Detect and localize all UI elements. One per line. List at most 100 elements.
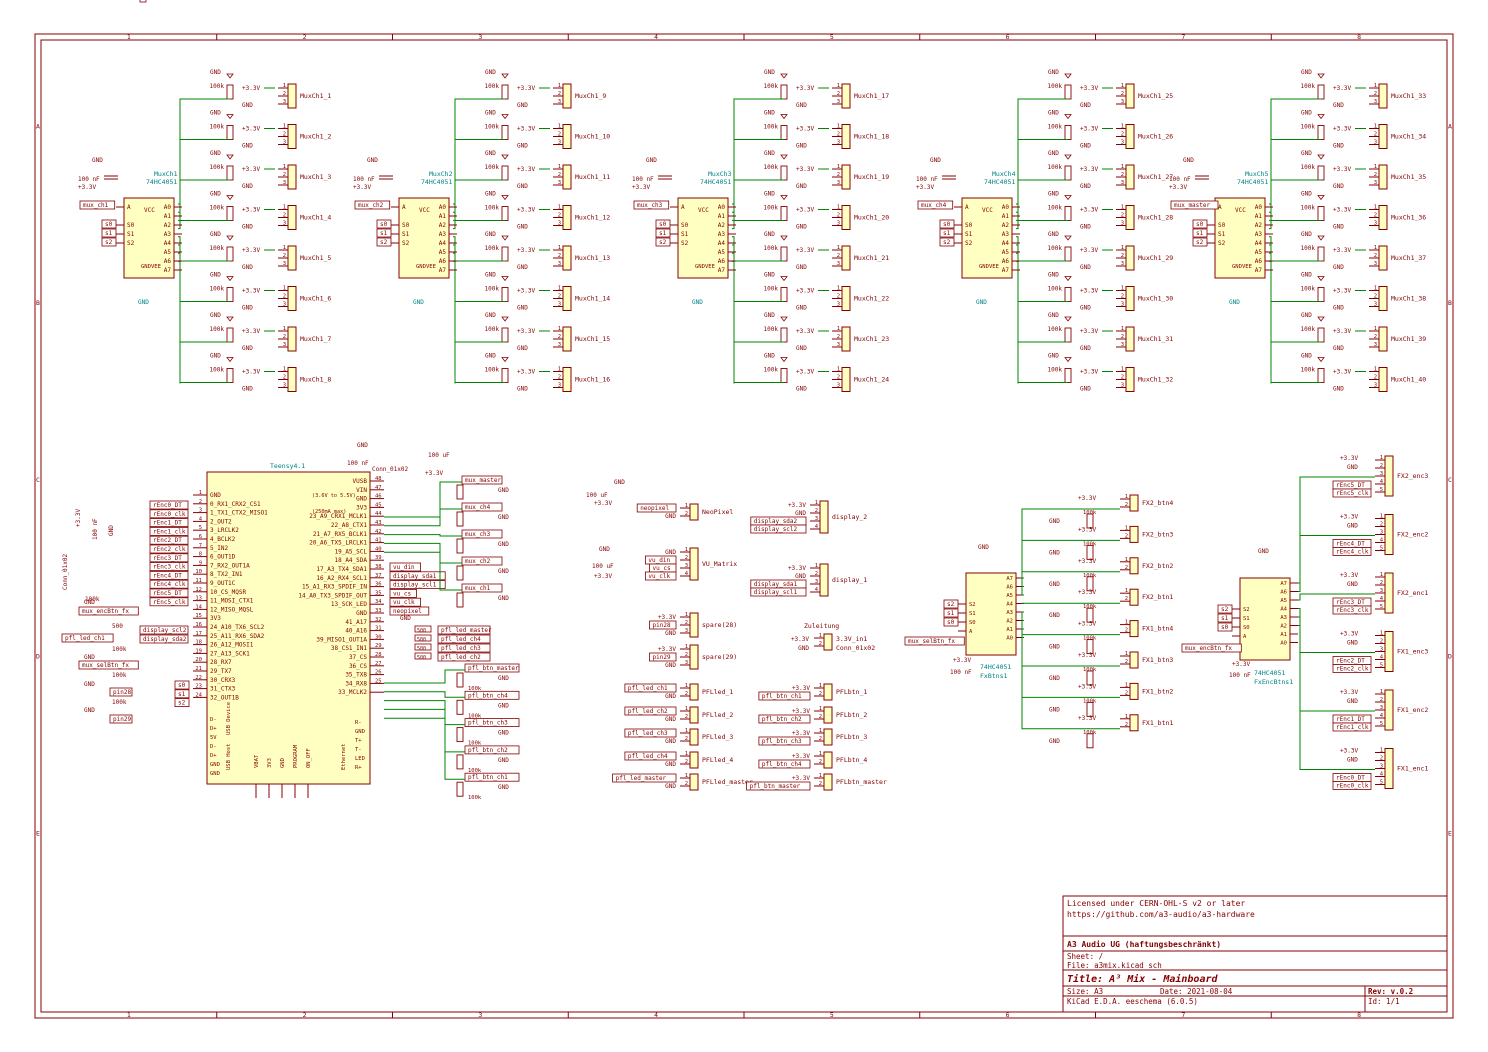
mux-part: 74HC4051 — [984, 178, 1015, 186]
connector-body — [1378, 205, 1388, 230]
mux-output-label: mux_ch1 — [79, 200, 116, 210]
net-label-text: s2 — [380, 239, 388, 246]
id-text: Id: 1/1 — [1368, 997, 1400, 1006]
select-label: s2 — [1217, 604, 1233, 614]
wire — [1269, 220, 1321, 230]
resistor — [456, 484, 464, 500]
gnd-label: GND — [485, 353, 496, 360]
gnd-label: GND — [1048, 191, 1059, 198]
ic-pin-name: GND — [695, 264, 705, 270]
connector-body — [689, 751, 699, 769]
pin-number: 2 — [1121, 213, 1124, 219]
grid-column-label: 1 — [127, 1011, 131, 1019]
power-label: +3.3V — [517, 369, 535, 376]
ic-pin-name: A0 — [1002, 204, 1010, 211]
connector-body — [287, 205, 297, 230]
gnd-symbol — [226, 195, 234, 201]
gnd-icon — [226, 235, 234, 241]
display-label: display_sda2 — [139, 634, 189, 644]
net-label-box — [624, 706, 677, 716]
power-label: +3.3V — [1078, 526, 1096, 533]
gnd-label: GND — [1333, 102, 1344, 109]
ic-pin-name: A7 — [1255, 267, 1263, 274]
gnd-label: GND — [1347, 757, 1358, 764]
ic-pin-name: 6_OUT1D — [210, 554, 236, 561]
net-label-box — [437, 625, 491, 635]
connector-name: MuxCh1_1 — [300, 92, 331, 100]
mux-block: GND100k+3.3VGND123MuxCh1_25GND100k+3.3VG… — [916, 69, 1173, 393]
select-label: s1 — [174, 689, 190, 699]
resistor — [456, 727, 464, 743]
wire — [384, 700, 465, 726]
mux-ic-body — [1214, 197, 1266, 279]
pin-number: 1 — [685, 706, 688, 712]
pin-number: 1 — [1380, 748, 1383, 754]
connector-name: PFLled_3 — [702, 733, 733, 741]
ic-pin-name: A5 — [1255, 249, 1263, 256]
pin-number: 14 — [195, 604, 202, 610]
connector-body — [562, 245, 572, 271]
usb-device-label: USB Device — [226, 702, 232, 735]
resistor-value: 100k — [764, 164, 779, 171]
pin-number: 1 — [1380, 689, 1383, 695]
net-label-text: neopixel — [640, 505, 669, 512]
gnd-label: GND — [1229, 299, 1240, 306]
pin-number: 3 — [815, 579, 818, 585]
power-label: +3.3V — [1078, 495, 1096, 502]
net-label-text: display_scl1 — [393, 582, 437, 589]
company-name: A3 Audio UG (haftungsbeschränkt) — [1067, 939, 1221, 949]
ic-pin-name: S0 — [1218, 222, 1226, 229]
power-label: +3.3V — [594, 500, 612, 507]
ic-pin-name: S0 — [681, 222, 689, 229]
net-label-text: rEnc2_DT — [153, 537, 182, 544]
connector-body — [1125, 205, 1135, 230]
pin-number: 2 — [558, 132, 561, 138]
net-label-text: mux_encBtn_fx — [82, 608, 129, 615]
gnd-label: GND — [796, 183, 807, 190]
resistor-value: 100k — [210, 245, 225, 252]
gnd-symbol — [1064, 316, 1072, 322]
wire — [1016, 179, 1068, 221]
resistor-body — [456, 754, 464, 770]
resistor: 100k — [485, 367, 509, 383]
connector-body — [1384, 572, 1394, 614]
pin-number: 1 — [558, 286, 561, 292]
led-label: pfl_led_master — [437, 625, 492, 635]
encoder-label: rEnc0_DT — [149, 500, 189, 510]
gnd-label: GND — [498, 541, 509, 548]
wire — [384, 534, 462, 537]
pin-number: 1 — [1374, 245, 1377, 251]
select-label: s0 — [376, 219, 392, 229]
resistor-value: 100k — [485, 286, 500, 293]
resistor: 100k — [210, 205, 234, 221]
encoder-net-label: rEnc2_DT — [1332, 656, 1372, 665]
resistor-value: 100k — [1301, 286, 1316, 293]
mux-ic-body — [123, 197, 175, 279]
pin-number: 2 — [199, 499, 202, 505]
gnd-symbol — [1064, 357, 1072, 363]
encoder-label: rEnc3_DT — [149, 553, 189, 563]
pin-number: 2 — [1125, 628, 1128, 634]
pin-number: 3 — [1121, 180, 1124, 186]
gnd-label: GND — [517, 345, 528, 352]
grid-column-label: 4 — [654, 1011, 658, 1019]
connector-body — [1129, 588, 1139, 606]
gnd-label: GND — [1049, 738, 1060, 745]
net-label-text: pfl_led_ch3 — [628, 730, 668, 737]
connector-body — [562, 326, 572, 352]
wire — [1269, 139, 1321, 213]
pin-number: 2 — [558, 375, 561, 381]
pin-number: 46 — [375, 494, 382, 500]
pin-number: 22 — [195, 675, 202, 681]
encoder-net-label: rEnc0_DT — [1332, 773, 1372, 782]
connector-name: PFLbtn_4 — [836, 756, 867, 764]
pin-number: 25 — [375, 678, 382, 684]
connector-body — [562, 205, 572, 230]
pin-number: 2 — [1121, 294, 1124, 300]
